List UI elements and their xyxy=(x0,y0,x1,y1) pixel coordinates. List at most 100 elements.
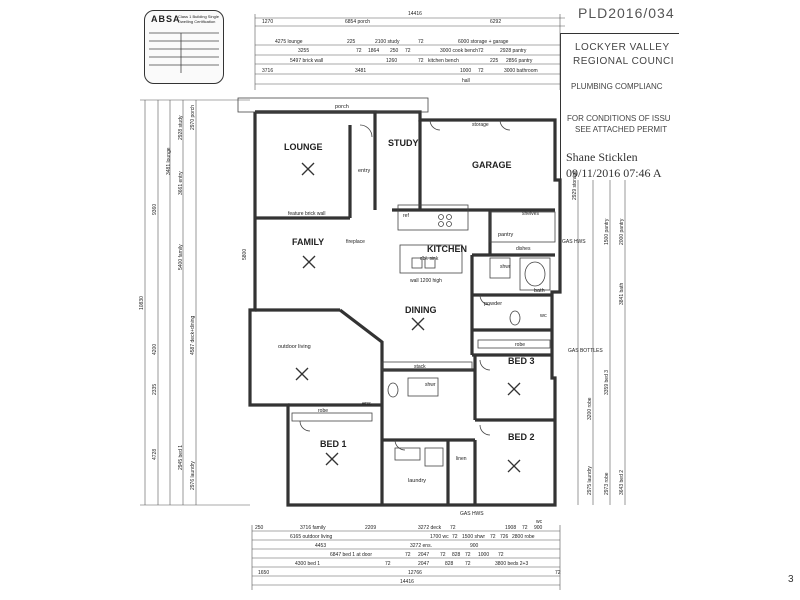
approval-signature: Shane Sticklen 09/11/2016 07:46 A xyxy=(566,150,662,181)
dim-left-inner-0: 3481 lounge xyxy=(166,147,172,175)
dim-bot-r4-7: 72 xyxy=(498,552,504,558)
left-dimension-lines xyxy=(140,99,250,506)
approval-datetime: 09/11/2016 07:46 A xyxy=(566,166,662,180)
dim-left-inner-2: 3661 entry xyxy=(178,171,184,195)
room-label-bed2: BED 2 xyxy=(508,432,535,442)
dim-top-r6-0: hall xyxy=(462,78,470,84)
dim-left-inner-3: 5400 family xyxy=(178,244,184,270)
dim-bot-r4-0: 6847 bed 1 at door xyxy=(330,552,372,558)
dim-right-6: 2973 robe xyxy=(604,472,610,495)
room-label-laundry: laundry xyxy=(408,478,426,484)
bathroom-fixtures xyxy=(387,257,551,467)
room-label-ens: ens. xyxy=(362,401,373,407)
dim-right-5: 2975 laundry xyxy=(587,466,593,495)
dim-top-r3-1: 72 xyxy=(356,48,362,54)
dim-bot-r6-2: 72 xyxy=(555,570,561,576)
dim-top-r4-2: 72 xyxy=(418,58,424,64)
dim-top-r3-6: 72 xyxy=(478,48,484,54)
dim-top-r2-2: 2100 study xyxy=(375,39,400,45)
room-label-pantry: pantry xyxy=(498,232,514,238)
dim-bot-r1-6: 72 xyxy=(522,525,528,531)
room-label-bath: bath xyxy=(534,288,545,294)
approver-name: Shane Sticklen xyxy=(566,150,638,164)
dim-top-r2-0: 4275 lounge xyxy=(275,39,303,45)
label-deck-stack: stack xyxy=(414,364,426,370)
dim-bot-r2-1: 1700 wc xyxy=(430,534,449,540)
fan-icon xyxy=(325,452,339,466)
dim-bot-r2-6: 2800 robe xyxy=(512,534,535,540)
dim-right-4: 3359 bed 3 xyxy=(604,370,610,395)
dim-bot-r6-0: 1650 xyxy=(258,570,269,576)
dim-bot-r2-5: 726 xyxy=(500,534,509,540)
dim-top-r1-1: 6854 porch xyxy=(345,19,370,25)
dim-bot-r5-3: 828 xyxy=(445,561,454,567)
dim-left-mid-0: 9360 xyxy=(152,204,158,215)
dim-top-r3-5: 3000 cook bench xyxy=(440,48,478,54)
dim-left-inner-7: 2976 laundry xyxy=(190,461,196,490)
dim-top-r4-3: kitchen bench xyxy=(428,58,459,64)
dim-bot-r5-4: 72 xyxy=(465,561,471,567)
fan-icon xyxy=(411,317,425,331)
plumbing-compliance: PLUMBING COMPLIANC xyxy=(571,82,663,91)
dim-top-r2-1: 225 xyxy=(347,39,356,45)
dim-top-r3-7: 2928 pantry xyxy=(500,48,527,54)
room-label-wc: wc xyxy=(539,313,547,319)
dim-top-r4-0: 5497 brick wall xyxy=(290,58,323,64)
dim-top-r5-2: 1000 xyxy=(460,68,471,74)
label-fireplace: fireplace xyxy=(346,239,365,245)
dim-top-r4-1: 1260 xyxy=(386,58,397,64)
council-name-line1: LOCKYER VALLEY xyxy=(575,42,670,53)
dim-right-7: 3643 bed 2 xyxy=(619,470,625,495)
fan-icon xyxy=(507,382,521,396)
room-label-family: FAMILY xyxy=(292,237,324,247)
dim-top-r2-3: 72 xyxy=(418,39,424,45)
room-label-dining: DINING xyxy=(405,305,437,315)
document-reference: PLD2016/034 xyxy=(578,5,675,21)
fan-icon xyxy=(301,162,315,176)
dim-bot-r2-0: 6165 outdoor living xyxy=(290,534,332,540)
deck-outline xyxy=(381,361,473,371)
label-gas-hws-bottom: GAS HWS xyxy=(460,511,484,517)
dim-right-3: 3841 bath xyxy=(619,283,625,305)
label-dbl-sink: dbl. sink xyxy=(420,256,439,262)
label-ref: ref xyxy=(403,213,409,219)
room-label-study: STUDY xyxy=(388,138,419,148)
dim-left-inner-5: 4587 deck+dining xyxy=(190,315,196,355)
dim-right-0: 2929 storage xyxy=(572,171,578,200)
dim-left-inner-6: 2945 bed 1 xyxy=(178,445,184,470)
dim-top-overall: 14416 xyxy=(408,11,422,17)
dim-top-r5-3: 72 xyxy=(478,68,484,74)
label-shelves: shelves xyxy=(522,211,539,217)
dim-bot-r4-3: 72 xyxy=(440,552,446,558)
dim-left-outer: 10830 xyxy=(139,296,145,310)
dim-top-r2-4: 6000 storage + garage xyxy=(458,39,509,45)
dim-bot-r6-1: 12766 xyxy=(408,570,422,576)
fan-icon xyxy=(295,367,309,381)
dim-bot-r4-1: 72 xyxy=(405,552,411,558)
stamp-caption: Class 1 Building Single Dwelling Certifi… xyxy=(178,14,219,24)
dim-bot-r1-2: 2209 xyxy=(365,525,376,531)
dim-top-r1-0: 1270 xyxy=(262,19,273,25)
permit-note: SEE ATTACHED PERMIT xyxy=(575,125,668,134)
room-label-bed1: BED 1 xyxy=(320,439,347,449)
kitchen-benches xyxy=(397,204,556,274)
room-label-bed3: BED 3 xyxy=(508,356,535,366)
fan-icon xyxy=(507,459,521,473)
dim-bot-r4-2: 2047 xyxy=(418,552,429,558)
dim-bot-r5-2: 2047 xyxy=(418,561,429,567)
room-label-lounge: LOUNGE xyxy=(284,142,323,152)
fan-icon xyxy=(302,255,316,269)
label-gas-bottles: GAS BOTTLES xyxy=(568,348,603,354)
dim-top-r5-4: 3000 bathroom xyxy=(504,68,538,74)
porch-outline xyxy=(237,97,429,113)
label-dishwasher: dishes xyxy=(516,246,531,252)
label-robe-bed3: robe xyxy=(515,342,525,348)
dim-right-2: 2000 pantry xyxy=(619,218,625,245)
conditions-note: FOR CONDITIONS OF ISSU xyxy=(567,114,671,123)
stamp-grid xyxy=(149,32,219,73)
dim-top-r4-5: 2856 pantry xyxy=(506,58,533,64)
dim-bot-r1-4: 72 xyxy=(450,525,456,531)
room-label-garage: GARAGE xyxy=(472,160,512,170)
page-mark: 3 xyxy=(788,574,794,585)
dim-top-r5-0: 3716 xyxy=(262,68,273,74)
